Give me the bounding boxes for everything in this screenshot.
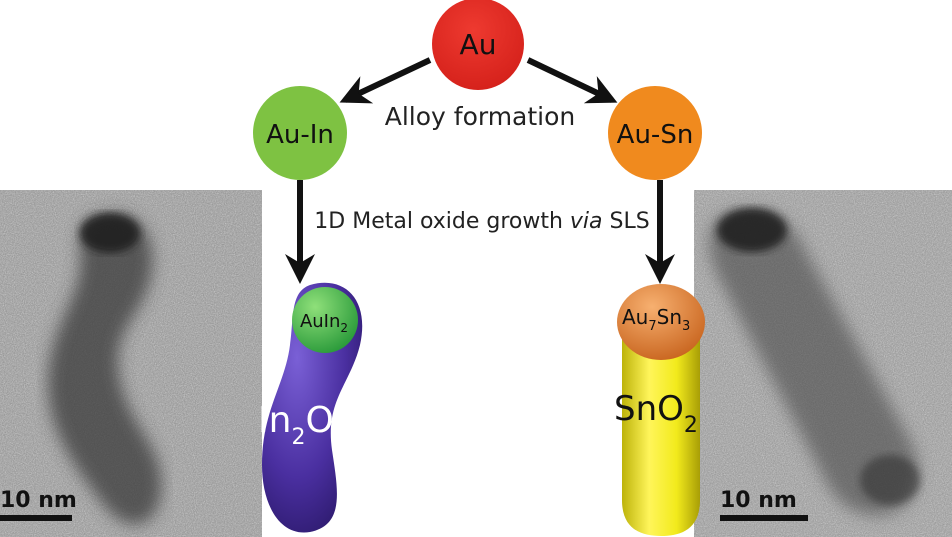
au7sn3-label: Au7Sn3 [622, 305, 690, 334]
au-sn-node-label: Au-Sn [617, 120, 694, 150]
au-sn-node [608, 86, 702, 180]
auin2-label: AuIn2 [300, 311, 348, 335]
in2o3-label: In2O3 [258, 400, 348, 450]
au-node-label: Au [460, 28, 497, 61]
auin2-tip [292, 287, 358, 353]
growth-label: 1D Metal oxide growth via SLS [314, 209, 649, 234]
au-node [432, 0, 524, 90]
au-in-node-label: Au-In [266, 120, 334, 150]
arrow-au-to-ausn [526, 57, 618, 104]
au7sn3-tip [617, 284, 705, 360]
alloy-formation-label: Alloy formation [385, 102, 576, 131]
sno2-rod [622, 330, 700, 536]
right-scale-label: 10 nm [720, 488, 797, 513]
left-tem-image: 10 nm [0, 190, 262, 537]
sno2-label: SnO2 [614, 389, 698, 438]
arrow-au-to-auin [339, 57, 432, 104]
right-tem-image: 10 nm [694, 190, 952, 537]
au-in-node [253, 86, 347, 180]
left-scale-label: 10 nm [0, 488, 77, 513]
